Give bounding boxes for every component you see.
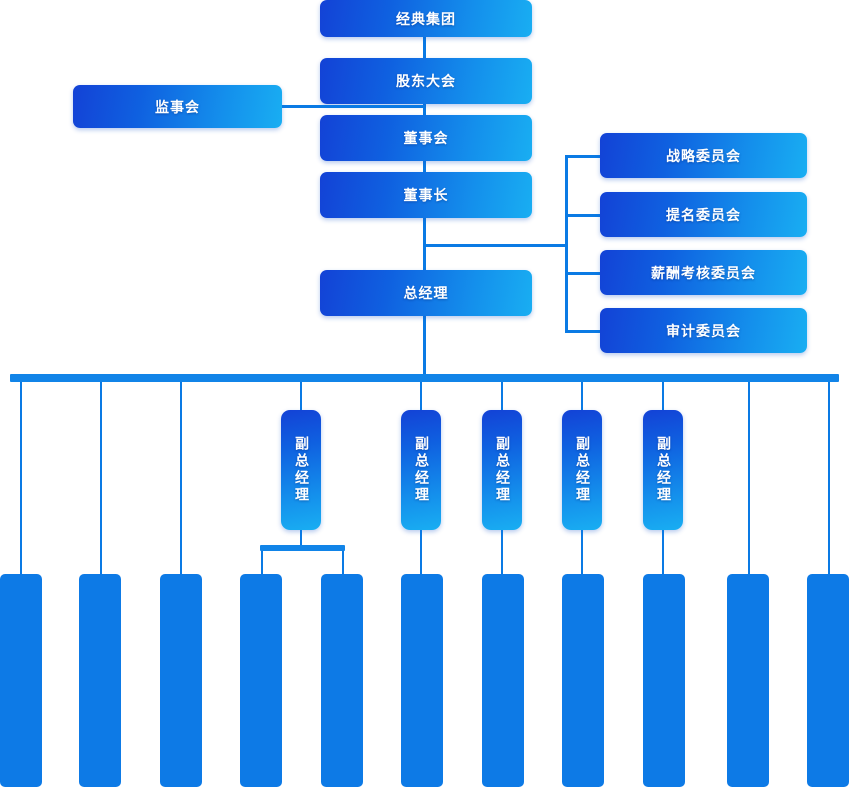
node-department-4[interactable] bbox=[240, 574, 282, 787]
deputy-gm-1-label: 副总经理 bbox=[293, 436, 310, 504]
node-board-of-directors[interactable]: 董事会 bbox=[320, 115, 532, 161]
node-department-10[interactable] bbox=[727, 574, 769, 787]
deputy-1-busbar bbox=[260, 545, 345, 551]
node-department-7[interactable] bbox=[482, 574, 524, 787]
droplink-dept-3 bbox=[180, 382, 182, 574]
node-deputy-gm-3[interactable]: 副总经理 bbox=[482, 410, 522, 530]
connector-committee-1 bbox=[565, 155, 601, 158]
deputy-1-child-link-a bbox=[261, 551, 263, 574]
droplink-deputy-2 bbox=[420, 382, 422, 410]
spine-shareholders-to-board bbox=[423, 104, 426, 115]
node-department-3[interactable] bbox=[160, 574, 202, 787]
deputy-gm-4-label: 副总经理 bbox=[574, 436, 591, 504]
node-department-1[interactable] bbox=[0, 574, 42, 787]
connector-committee-3 bbox=[565, 272, 601, 275]
committee-audit-label: 审计委员会 bbox=[666, 323, 741, 340]
node-shareholders-label: 股东大会 bbox=[396, 74, 456, 90]
committee-trunk-vertical bbox=[565, 155, 568, 332]
droplink-deputy-1 bbox=[300, 382, 302, 410]
node-department-8[interactable] bbox=[562, 574, 604, 787]
droplink-deputy-3 bbox=[501, 382, 503, 410]
connector-supervisors-to-spine bbox=[282, 105, 425, 108]
node-group-label: 经典集团 bbox=[396, 11, 456, 28]
node-board-label: 董事会 bbox=[403, 131, 449, 147]
connector-committee-4 bbox=[565, 330, 601, 333]
node-shareholders-meeting[interactable]: 股东大会 bbox=[320, 58, 532, 104]
deputy-gm-3-label: 副总经理 bbox=[494, 436, 511, 504]
node-general-manager[interactable]: 总经理 bbox=[320, 270, 532, 316]
node-chairman[interactable]: 董事长 bbox=[320, 172, 532, 218]
droplink-dept-2 bbox=[100, 382, 102, 574]
node-department-11[interactable] bbox=[807, 574, 849, 787]
droplink-dept-1 bbox=[20, 382, 22, 574]
node-deputy-gm-5[interactable]: 副总经理 bbox=[643, 410, 683, 530]
node-committee-audit[interactable]: 审计委员会 bbox=[600, 308, 807, 353]
node-department-2[interactable] bbox=[79, 574, 121, 787]
deputy-1-child-link-b bbox=[342, 551, 344, 574]
node-supervisors-label: 监事会 bbox=[155, 99, 200, 116]
deputy-gm-5-label: 副总经理 bbox=[655, 436, 672, 504]
node-department-9[interactable] bbox=[643, 574, 685, 787]
node-department-6[interactable] bbox=[401, 574, 443, 787]
droplink-dept-11 bbox=[828, 382, 830, 574]
main-busbar bbox=[10, 374, 839, 382]
node-board-of-supervisors[interactable]: 监事会 bbox=[73, 85, 282, 128]
node-chairman-label: 董事长 bbox=[403, 188, 449, 204]
droplink-deputy-5 bbox=[662, 382, 664, 410]
committee-strategy-label: 战略委员会 bbox=[666, 148, 741, 165]
node-deputy-gm-1[interactable]: 副总经理 bbox=[281, 410, 321, 530]
node-committee-remuneration[interactable]: 薪酬考核委员会 bbox=[600, 250, 807, 295]
committee-nomination-label: 提名委员会 bbox=[666, 207, 741, 224]
node-committee-nomination[interactable]: 提名委员会 bbox=[600, 192, 807, 237]
node-department-5[interactable] bbox=[321, 574, 363, 787]
droplink-dept-10 bbox=[748, 382, 750, 574]
droplink-deputy-4 bbox=[581, 382, 583, 410]
connector-committee-2 bbox=[565, 214, 601, 217]
committee-remuneration-label: 薪酬考核委员会 bbox=[651, 265, 756, 282]
connector-spine-to-committee-trunk bbox=[423, 244, 567, 247]
deputy-4-stem bbox=[581, 530, 583, 574]
node-group[interactable]: 经典集团 bbox=[320, 0, 532, 37]
node-deputy-gm-4[interactable]: 副总经理 bbox=[562, 410, 602, 530]
deputy-3-stem bbox=[501, 530, 503, 574]
deputy-1-stem bbox=[300, 530, 302, 546]
spine-gm-to-busbar bbox=[423, 316, 426, 375]
node-deputy-gm-2[interactable]: 副总经理 bbox=[401, 410, 441, 530]
spine-board-to-chairman bbox=[423, 161, 426, 172]
spine-group-to-shareholders bbox=[423, 37, 426, 58]
deputy-2-stem bbox=[420, 530, 422, 574]
deputy-5-stem bbox=[662, 530, 664, 574]
deputy-gm-2-label: 副总经理 bbox=[413, 436, 430, 504]
node-general-manager-label: 总经理 bbox=[403, 286, 449, 302]
node-committee-strategy[interactable]: 战略委员会 bbox=[600, 133, 807, 178]
